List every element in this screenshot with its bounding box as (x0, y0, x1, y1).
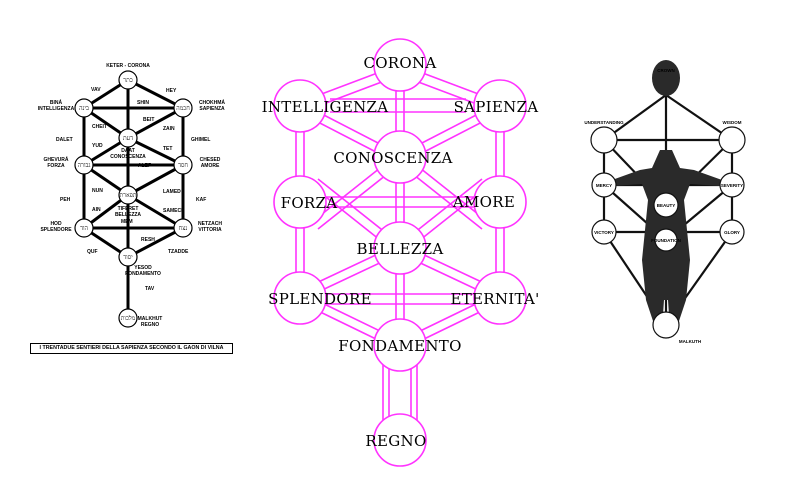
label-eternita: ETERNITA' (450, 290, 539, 308)
label-line: GHEVURÁ (43, 156, 68, 163)
left-tree-diagram: כתר בינה חכמה דעת גבורה חסד תפארת הוד נצ… (38, 63, 226, 328)
label-keter: KETER - CORONA (106, 63, 150, 69)
label-corona: CORONA (363, 54, 436, 72)
svg-text:תפארת: תפארת (119, 192, 136, 199)
svg-text:GLORY: GLORY (724, 230, 740, 235)
svg-text:WISDOM: WISDOM (723, 120, 742, 125)
label-line: BINÁ (50, 99, 63, 106)
svg-text:גבורה: גבורה (78, 162, 91, 169)
svg-text:MALKUTH: MALKUTH (679, 339, 701, 344)
left-diagram-caption: I TRENTADUE SENTIERI DELLA SAPIENZA SECO… (30, 343, 233, 354)
svg-text:TZADDE: TZADDE (168, 249, 189, 255)
svg-text:SAMECH: SAMECH (163, 208, 185, 214)
label-line: INTELLIGENZA (38, 106, 75, 112)
label-regno: REGNO (365, 432, 426, 450)
svg-text:AIN: AIN (92, 207, 101, 213)
svg-text:GHIMEL: GHIMEL (191, 137, 210, 143)
svg-text:MEM: MEM (121, 219, 133, 225)
svg-text:MERCY: MERCY (596, 183, 612, 188)
svg-text:HEY: HEY (166, 88, 177, 94)
label-sapienza: SAPIENZA (454, 98, 539, 116)
label-line: BELLEZZA (115, 212, 141, 218)
svg-text:נצח: נצח (179, 225, 188, 232)
svg-text:ALEF: ALEF (138, 163, 151, 169)
svg-text:DALET: DALET (56, 137, 73, 143)
svg-text:RESH: RESH (141, 237, 155, 243)
right-engraving-diagram: CROWN UNDERSTANDING WISDOM MERCY SEVERIT… (584, 60, 745, 344)
svg-text:חסד: חסד (178, 162, 188, 169)
label-line: FORZA (47, 163, 65, 169)
label-line: CONOSCENZA (110, 154, 146, 160)
svg-text:PEH: PEH (60, 197, 71, 203)
label-fondamento: FONDAMENTO (338, 337, 461, 355)
label-bellezza: BELLEZZA (357, 240, 444, 258)
label-forza: FORZA (281, 194, 338, 212)
label-line: SAPIENZA (199, 106, 225, 112)
svg-text:בינה: בינה (79, 105, 89, 112)
svg-text:TET: TET (163, 146, 172, 152)
svg-text:KAF: KAF (196, 197, 206, 203)
svg-text:NUN: NUN (92, 188, 103, 194)
label-line: FONDAMENTO (125, 271, 161, 277)
svg-text:יסוד: יסוד (123, 254, 133, 261)
svg-text:דעת: דעת (123, 135, 133, 142)
label-splendore: SPLENDORE (268, 290, 372, 308)
svg-text:BEIT: BEIT (143, 117, 154, 123)
svg-text:QUF: QUF (87, 249, 98, 255)
svg-text:FOUNDATION: FOUNDATION (651, 238, 681, 243)
svg-text:SEVERITY: SEVERITY (721, 183, 743, 188)
label-line: CHOKHMÁ (199, 99, 225, 106)
svg-text:CROWN: CROWN (657, 68, 675, 73)
label-line: AMORE (201, 163, 220, 169)
svg-text:CHEIT: CHEIT (92, 124, 107, 130)
svg-text:BEAUTY: BEAUTY (657, 203, 676, 208)
label-line: KETER - CORONA (106, 63, 150, 69)
label-line: SPLENDORE (40, 227, 72, 233)
label-intelligenza: INTELLIGENZA (262, 98, 389, 116)
svg-text:YUD: YUD (92, 143, 103, 149)
label-line: REGNO (141, 322, 159, 328)
svg-text:SHIN: SHIN (137, 100, 149, 106)
label-conoscenza: CONOSCENZA (333, 149, 452, 167)
svg-text:הוד: הוד (80, 225, 88, 232)
svg-text:VICTORY: VICTORY (594, 230, 614, 235)
svg-text:VAV: VAV (91, 87, 101, 93)
svg-text:LAMED: LAMED (163, 189, 181, 195)
svg-text:מלכות: מלכות (121, 315, 136, 322)
svg-text:חכמה: חכמה (176, 105, 190, 112)
svg-text:ZAIN: ZAIN (163, 126, 175, 132)
label-amore: AMORE (452, 193, 515, 211)
svg-text:TAV: TAV (145, 286, 155, 292)
label-line: VITTORIA (198, 227, 222, 233)
svg-text:UNDERSTANDING: UNDERSTANDING (584, 120, 624, 125)
svg-text:כתר: כתר (123, 77, 133, 84)
